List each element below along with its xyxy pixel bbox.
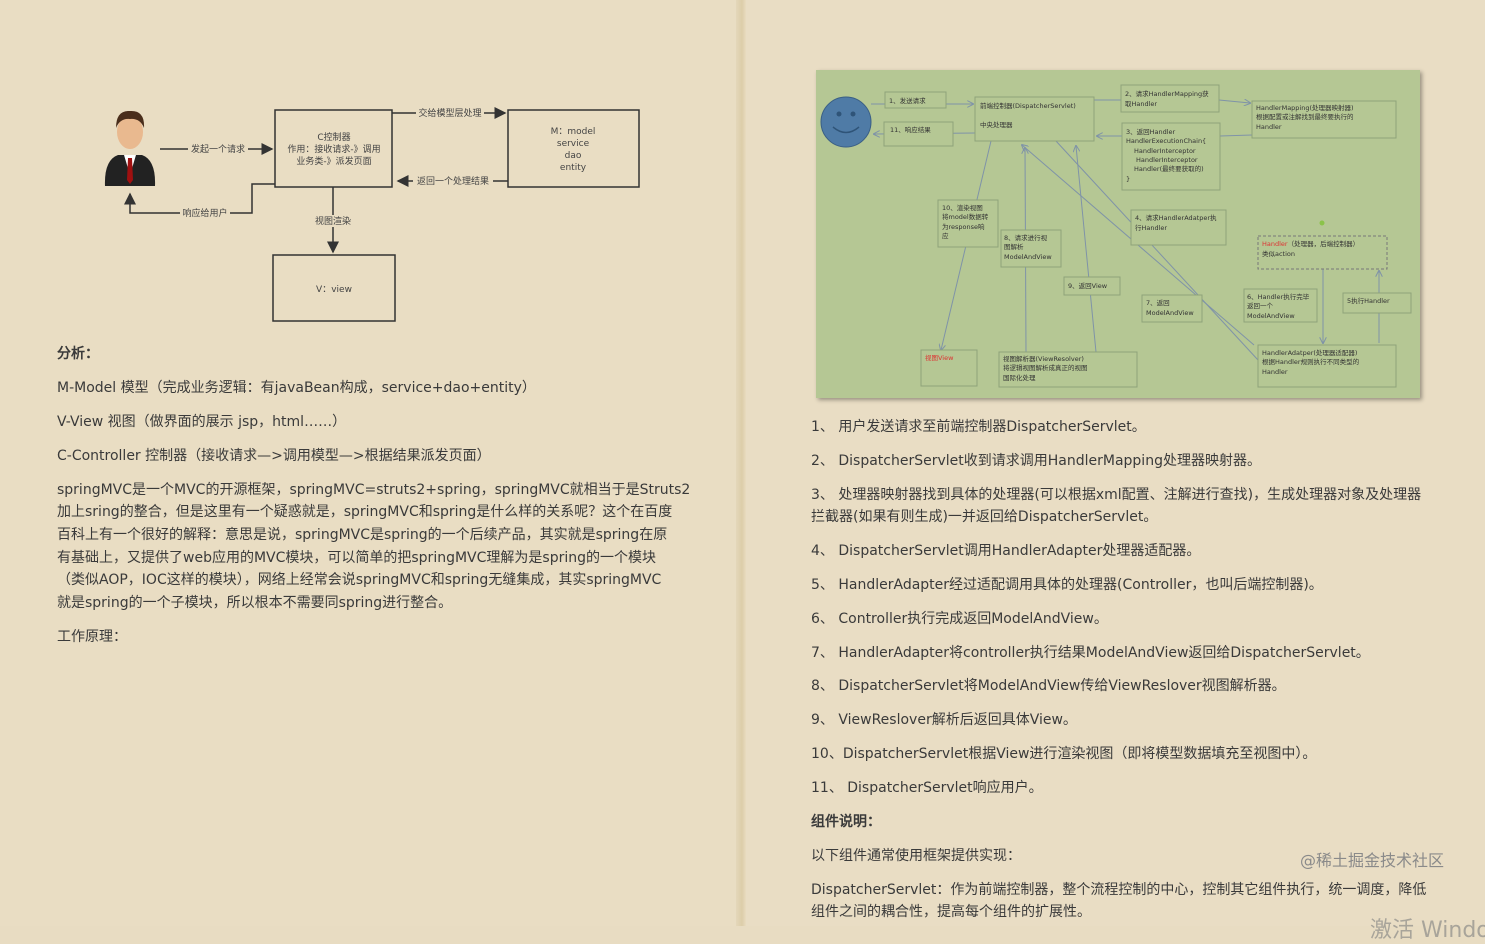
step10-label: 将model数据转	[942, 212, 989, 221]
handler-label: 类似action	[1262, 249, 1295, 258]
model-description: M-Model 模型（完成业务逻辑：有javaBean构成，service+da…	[57, 380, 536, 396]
para-line: 就是spring的一个子模块，所以根本不需要同spring进行整合。	[57, 595, 453, 611]
step-item: 8、 DispatcherServlet将ModelAndView传给ViewR…	[811, 678, 1286, 694]
handler-adapter-label: 根据Handler规则执行不同类型的	[1262, 357, 1360, 366]
principle-heading: 工作原理：	[57, 629, 127, 645]
para-line: 加上sring的整合，但是这里有一个疑惑就是，springMVC和spring是…	[57, 504, 673, 520]
step-item: 3、 处理器映射器找到具体的处理器(可以根据xml配置、注解进行查找)，生成处理…	[811, 487, 1422, 503]
step-item: 拦截器(如果有则生成)一并返回给DispatcherServlet。	[811, 509, 1158, 525]
view-resolver-label: 视图解析器(ViewResolver)	[1003, 354, 1084, 363]
handler-label: Handler	[1262, 240, 1288, 248]
handler-adapter-label: HandlerAdatper(处理器适配器)	[1262, 348, 1357, 357]
step3-label: }	[1126, 175, 1130, 183]
controller-label: C控制器	[317, 131, 350, 143]
arrow-label-to-model: 交给模型层处理	[418, 107, 481, 119]
para-line: springMVC是一个MVC的开源框架，springMVC=struts2+s…	[57, 482, 691, 498]
model-label: service	[557, 139, 590, 149]
controller-label: 业务类-》派发页面	[296, 155, 371, 167]
step7-label: ModelAndView	[1146, 309, 1194, 317]
dispatcher-label: 中央处理器	[980, 120, 1013, 129]
step-item: 11、 DispatcherServlet响应用户。	[811, 780, 1043, 796]
step-item: 5、 HandlerAdapter经过适配调用具体的处理器(Controller…	[811, 577, 1323, 593]
user-smiley-icon	[820, 96, 872, 148]
activation-watermark: 激活 Windows	[1370, 918, 1485, 943]
handler-mapping-label: HandlerMapping(处理器映射器)	[1256, 103, 1354, 112]
step3-label: HandlerExecutionChain{	[1126, 137, 1206, 145]
view-resolver-label: 将逻辑视图解析成真正的视图	[1003, 363, 1088, 372]
step3-label: HandlerInterceptor	[1134, 147, 1196, 155]
step4-label: 4、请求HandlerAdatper执	[1135, 213, 1217, 222]
step10-label: 为response响	[942, 222, 985, 231]
svg-text:Handler（处理器，后端控制器）: Handler（处理器，后端控制器）	[1262, 239, 1359, 248]
view-label: V：view	[316, 285, 352, 295]
step-item: 6、 Controller执行完成返回ModelAndView。	[811, 611, 1108, 627]
step10-label: 应	[942, 231, 949, 240]
components-intro: 以下组件通常使用框架提供实现：	[811, 848, 1021, 864]
step6-label: 6、Handler执行完毕	[1247, 292, 1310, 301]
controller-label: 作用：接收请求-》调用	[287, 143, 380, 155]
model-label: dao	[565, 151, 582, 161]
arrow-label-response: 响应给用户	[182, 207, 227, 219]
page-gutter	[736, 0, 748, 926]
view-resolver-label: 国际化处理	[1003, 373, 1036, 382]
step-item: 1、 用户发送请求至前端控制器DispatcherServlet。	[811, 419, 1146, 435]
left-page: 发起一个请求 交给模型层处理 返回一个处理结果 响应给用户 视图渲染 C控制器 …	[0, 0, 738, 926]
springmvc-flow-diagram: 1、发送请求 11、响应结果 前端控制器(DispatcherServlet) …	[816, 70, 1420, 398]
step8-label: ModelAndView	[1004, 253, 1052, 261]
mvc-diagram: 发起一个请求 交给模型层处理 返回一个处理结果 响应给用户 视图渲染 C控制器 …	[104, 107, 640, 322]
step7-label: 7、返回	[1146, 299, 1170, 307]
para-line: 百科上有一个很好的解释：意思是说，springMVC是spring的一个后续产品…	[57, 527, 668, 543]
step-item: 2、 DispatcherServlet收到请求调用HandlerMapping…	[811, 453, 1261, 469]
step-item: 9、 ViewReslover解析后返回具体View。	[811, 712, 1077, 728]
para-line: 有基础上，又提供了web应用的MVC模块，可以简单的把springMVC理解为是…	[57, 550, 656, 566]
step5-label: 5执行Handler	[1347, 296, 1390, 305]
user-avatar	[104, 110, 156, 186]
step6-label: ModelAndView	[1247, 312, 1295, 320]
step8-label: 8、请求进行视	[1004, 233, 1048, 242]
step8-label: 图解析	[1004, 242, 1024, 251]
dispatcher-description: 组件之间的耦合性，提高每个组件的扩展性。	[811, 904, 1091, 920]
step3-label: HandlerInterceptor	[1136, 156, 1198, 164]
model-label: M：model	[551, 127, 596, 137]
step4-label: 行Handler	[1135, 223, 1167, 232]
para-line: （类似AOP，IOC这样的模块），网络上经常会说springMVC和spring…	[57, 572, 662, 588]
step2-label: 取Handler	[1125, 100, 1157, 108]
view-description: V-View 视图（做界面的展示 jsp，html……）	[57, 414, 347, 430]
handler-adapter-label: Handler	[1262, 368, 1288, 376]
handler-mapping-label: Handler	[1256, 123, 1282, 131]
arrow-label-render: 视图渲染	[315, 215, 351, 227]
watermark: @稀土掘金技术社区	[1300, 851, 1445, 870]
handler-mapping-label: 根据配置或注解找到最终要执行的	[1256, 112, 1354, 121]
arrow-label-request: 发起一个请求	[191, 143, 245, 155]
step3-label: Handler(最终要获取的)	[1134, 164, 1204, 173]
step-item: 4、 DispatcherServlet调用HandlerAdapter处理器适…	[811, 543, 1201, 559]
analysis-heading: 分析：	[57, 346, 99, 362]
controller-description: C-Controller 控制器（接收请求—>调用模型—>根据结果派发页面）	[57, 448, 491, 464]
step10-label: 10、渲染视图	[942, 203, 983, 212]
step-item: 10、DispatcherServlet根据View进行渲染视图（即将模型数据填…	[811, 746, 1317, 762]
components-heading: 组件说明：	[811, 814, 881, 830]
dispatcher-label: 前端控制器(DispatcherServlet)	[980, 101, 1076, 110]
step9-label: 9、返回View	[1068, 282, 1108, 290]
step11-label: 11、响应结果	[890, 125, 931, 134]
arrow-label-from-model: 返回一个处理结果	[417, 175, 489, 187]
step1-label: 1、发送请求	[889, 96, 926, 105]
model-label: entity	[560, 163, 587, 173]
step-item: 7、 HandlerAdapter将controller执行结果ModelAnd…	[811, 645, 1370, 661]
dispatcher-description: DispatcherServlet：作为前端控制器，整个流程控制的中心，控制其它…	[811, 882, 1427, 898]
handler-label: （处理器，后端控制器）	[1288, 239, 1360, 248]
view-label: 视图View	[925, 353, 954, 362]
step2-label: 2、请求HandlerMapping获	[1125, 89, 1209, 98]
step3-label: 3、返回Handler	[1126, 128, 1176, 136]
step6-label: 返回一个	[1247, 302, 1274, 310]
